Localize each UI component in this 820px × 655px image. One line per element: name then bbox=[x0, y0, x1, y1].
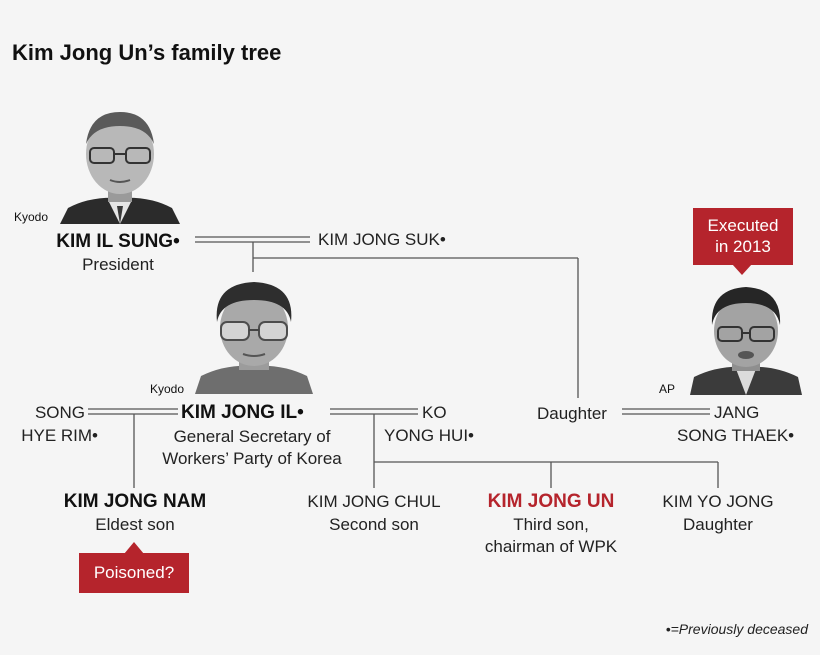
daughter-name: Daughter bbox=[537, 404, 607, 423]
ko-yong-hui-name-line2: YONG HUI• bbox=[384, 426, 475, 445]
jang-song-thaek-name-line1: JANG bbox=[714, 403, 760, 422]
kim-il-sung-portrait bbox=[60, 108, 180, 224]
song-hye-rim-name-line1: SONG bbox=[34, 403, 85, 422]
kim-il-sung-photo-credit: Kyodo bbox=[14, 210, 49, 224]
executed-callout-line2: in 2013 bbox=[715, 236, 771, 256]
kim-il-sung-name: KIM IL SUNG• bbox=[56, 231, 180, 252]
executed-callout-pointer bbox=[732, 264, 752, 275]
kim-yo-jong-role: Daughter bbox=[683, 515, 753, 534]
kim-jong-un-role-line1: Third son, bbox=[513, 515, 589, 534]
jang-song-thaek-portrait bbox=[690, 283, 802, 395]
page-title: Kim Jong Un’s family tree bbox=[12, 40, 282, 65]
kim-jong-il-role-line2: Workers’ Party of Korea bbox=[162, 449, 342, 468]
kim-jong-il-name: KIM JONG IL• bbox=[181, 402, 304, 423]
kim-jong-nam-name: KIM JONG NAM bbox=[63, 491, 207, 512]
ko-yong-hui-name-line1: KO bbox=[422, 403, 447, 422]
kim-jong-suk-name: KIM JONG SUK• bbox=[318, 230, 446, 249]
song-hye-rim-name-line2: HYE RIM• bbox=[21, 426, 98, 445]
poisoned-callout: Poisoned? bbox=[79, 553, 189, 593]
kim-jong-un-role-line2: chairman of WPK bbox=[484, 537, 618, 556]
kim-il-sung-role: President bbox=[82, 255, 154, 274]
executed-callout-line1: Executed bbox=[707, 216, 779, 236]
kim-jong-il-role-line1: General Secretary of bbox=[173, 427, 331, 446]
kim-yo-jong-name: KIM YO JONG bbox=[662, 492, 774, 511]
kim-jong-il-photo-credit: Kyodo bbox=[150, 382, 185, 396]
jang-song-thaek-name-line2: SONG THAEK• bbox=[677, 426, 795, 445]
kim-jong-un-name: KIM JONG UN bbox=[487, 491, 615, 512]
kim-jong-chul-role: Second son bbox=[329, 515, 419, 534]
executed-callout: Executed in 2013 bbox=[693, 208, 793, 265]
kim-jong-chul-name: KIM JONG CHUL bbox=[307, 492, 441, 511]
jang-song-thaek-photo-credit: AP bbox=[659, 382, 676, 396]
kim-jong-il-portrait bbox=[195, 278, 313, 394]
deceased-legend: •=Previously deceased bbox=[665, 621, 808, 637]
kim-jong-nam-role: Eldest son bbox=[95, 515, 175, 534]
poisoned-callout-pointer bbox=[124, 542, 144, 554]
